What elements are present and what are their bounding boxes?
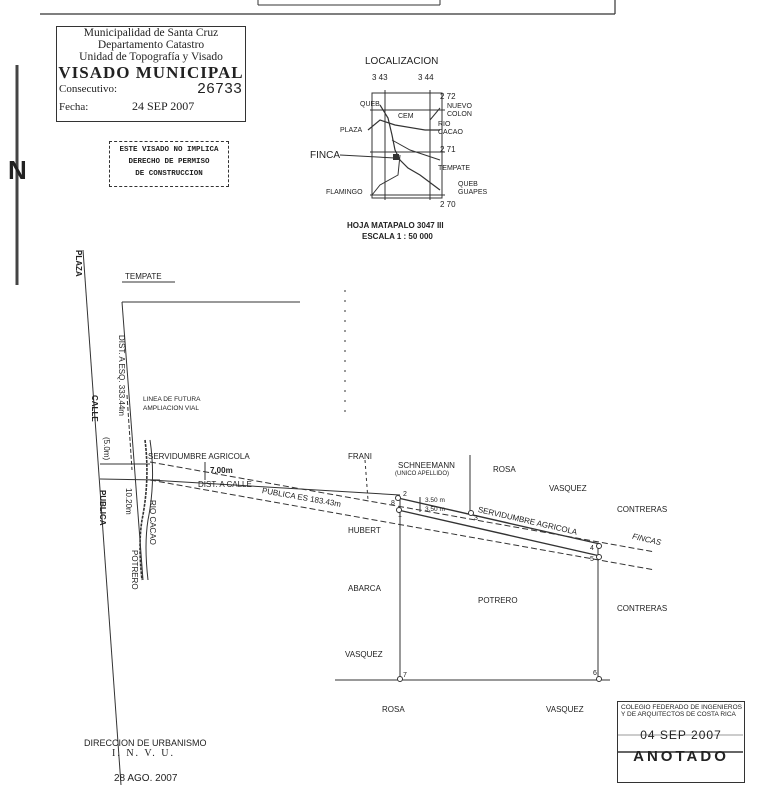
vertex-3: 3 [474,515,478,522]
loc-sheet: HOJA MATAPALO 3047 III [347,221,444,230]
calle-label: CALLE [90,395,99,422]
north-label: N [8,155,27,185]
consecutivo-label: Consecutivo: [59,83,118,95]
servidumbre-top: SERVIDUMBRE AGRICOLA [148,452,250,461]
vasquez-top: VASQUEZ [549,484,587,493]
permiso-line-3: DE CONSTRUCCION [135,170,203,178]
potrero-road-label: POTRERO [130,550,139,590]
colegio-status: ANOTADO [633,748,729,765]
colegio-stamp: COLEGIO FEDERADO DE INGENIEROS Y DE ARQU… [617,701,745,783]
vertex-6: 6 [593,670,597,677]
vasquez-bottom: VASQUEZ [546,705,584,714]
linea-futura-2: AMPLIACION VIAL [143,405,199,412]
abarca-label: ABARCA [348,584,381,593]
visado-municipal-stamp: Municipalidad de Santa Cruz Departamento… [56,26,246,122]
urbanismo-line-2: I. N. V. U. [112,748,176,759]
vertex-5: 5 [590,556,594,563]
vertex-7: 7 [403,672,407,679]
contreras-top: CONTRERAS [617,505,668,514]
width-102: 10.20m [124,488,133,515]
permiso-stamp: ESTE VISADO NO IMPLICA DERECHO DE PERMIS… [109,141,229,187]
publica-label: PUBLICA [98,490,107,526]
rosa-bottom: ROSA [382,705,405,714]
plaza-label: PLAZA [74,250,83,277]
loc-queb: QUEB [360,101,380,108]
vertex-2: 2 [403,491,407,498]
unico-apellido: (UNICO APELLIDO) [395,471,450,477]
calle-width: (5.0m) [102,437,111,461]
coord-top-right: 3 44 [418,73,434,82]
coord-r1: 2 72 [440,92,456,101]
urbanismo-line-1: DIRECCION DE URBANISMO [84,738,207,748]
dist-calle: DIST. A CALLE [198,480,252,489]
urbanismo-stamp: DIRECCION DE URBANISMO I. N. V. U. 28 AG… [84,738,207,784]
colegio-line-1: COLEGIO FEDERADO DE INGENIEROS [621,704,742,711]
vertex-8: 8 [391,500,395,507]
vertex-1: 1 [398,512,402,519]
colegio-date: 04 SEP 2007 [640,728,722,742]
consecutivo-value: 26733 [197,81,243,98]
colegio-line-2: Y DE ARQUITECTOS DE COSTA RICA [621,711,736,718]
loc-plaza: PLAZA [340,127,363,134]
linea-futura-1: LINEA DE FUTURA [143,396,201,403]
tempate-label: TEMPATE [125,272,162,281]
loc-queb-guapes: QUEB GUAPES [458,181,488,196]
contreras-mid: CONTRERAS [617,604,668,613]
dim-700: 7.00m [210,466,233,475]
loc-scale: ESCALA 1 : 50 000 [362,232,433,241]
loc-finca: FINCA [310,150,340,161]
coord-top-left: 3 43 [372,73,388,82]
loc-nuevo-colon: NUEVO COLON [447,103,472,118]
loc-flamingo: FLAMINGO [326,189,363,196]
dist-esq-label: DIST. A ESQ. 333.44m [117,335,126,416]
urbanismo-date: 28 AGO. 2007 [114,773,178,784]
loc-tempate: TEMPATE [438,165,471,172]
schneemann-label: SCHNEEMANN [398,461,455,470]
permiso-line-2: DERECHO DE PERMISO [128,158,210,166]
fecha-label: Fecha: [59,101,89,113]
dim-350b: 3.50 m [425,506,445,513]
coord-r3: 2 70 [440,200,456,209]
rio-cacao-label: RIO CACAO [148,500,157,545]
stamp-line-1: Municipalidad de Santa Cruz [83,27,219,39]
permiso-line-1: ESTE VISADO NO IMPLICA [119,146,219,154]
vasquez-left: VASQUEZ [345,650,383,659]
loc-cem: CEM [398,113,414,120]
frani-label: FRANI [348,452,372,461]
stamp-line-2: Departamento Catastro [97,39,205,51]
potrero-label: POTRERO [478,596,518,605]
coord-r2: 2 71 [440,145,456,154]
vertex-4: 4 [590,545,594,552]
fecha-value: 24 SEP 2007 [132,99,195,113]
stamp-title: VISADO MUNICIPAL [58,63,244,82]
hubert-label: HUBERT [348,526,381,535]
loc-rio-cacao: RIO CACAO [438,121,463,136]
location-title: LOCALIZACION [365,56,439,67]
dim-350a: 3.50 m [425,497,445,504]
stamp-line-3: Unidad de Topografía y Visado [79,51,223,63]
rosa-top: ROSA [493,465,516,474]
